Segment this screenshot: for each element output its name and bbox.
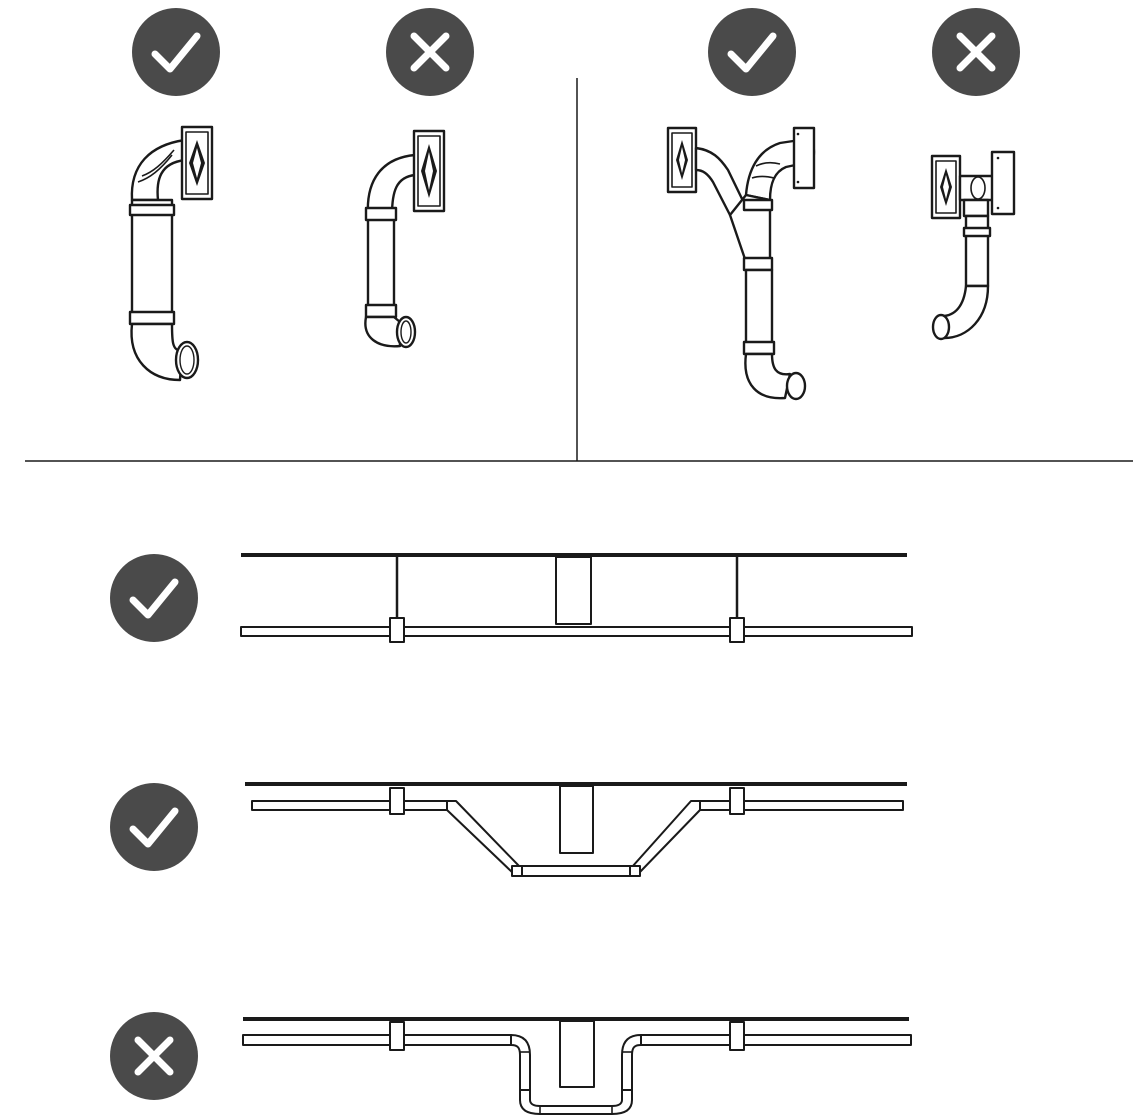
- row-straight-run-hangers: [240, 553, 913, 643]
- check-icon: [706, 6, 798, 98]
- row-sharp-u-offset-run: [242, 1017, 912, 1115]
- panel-wye-branch-good: [666, 126, 816, 401]
- cross-icon: [108, 1010, 200, 1102]
- check-icon: [108, 781, 200, 873]
- check-icon: [130, 6, 222, 98]
- panel-tee-branch-tight: [930, 150, 1016, 341]
- panel-single-elbow-tight: [364, 129, 446, 349]
- cross-icon: [930, 6, 1022, 98]
- check-icon: [108, 552, 200, 644]
- panel-single-elbow-good: [128, 125, 214, 382]
- cross-icon: [384, 6, 476, 98]
- row-angled-offset-run: [245, 782, 907, 877]
